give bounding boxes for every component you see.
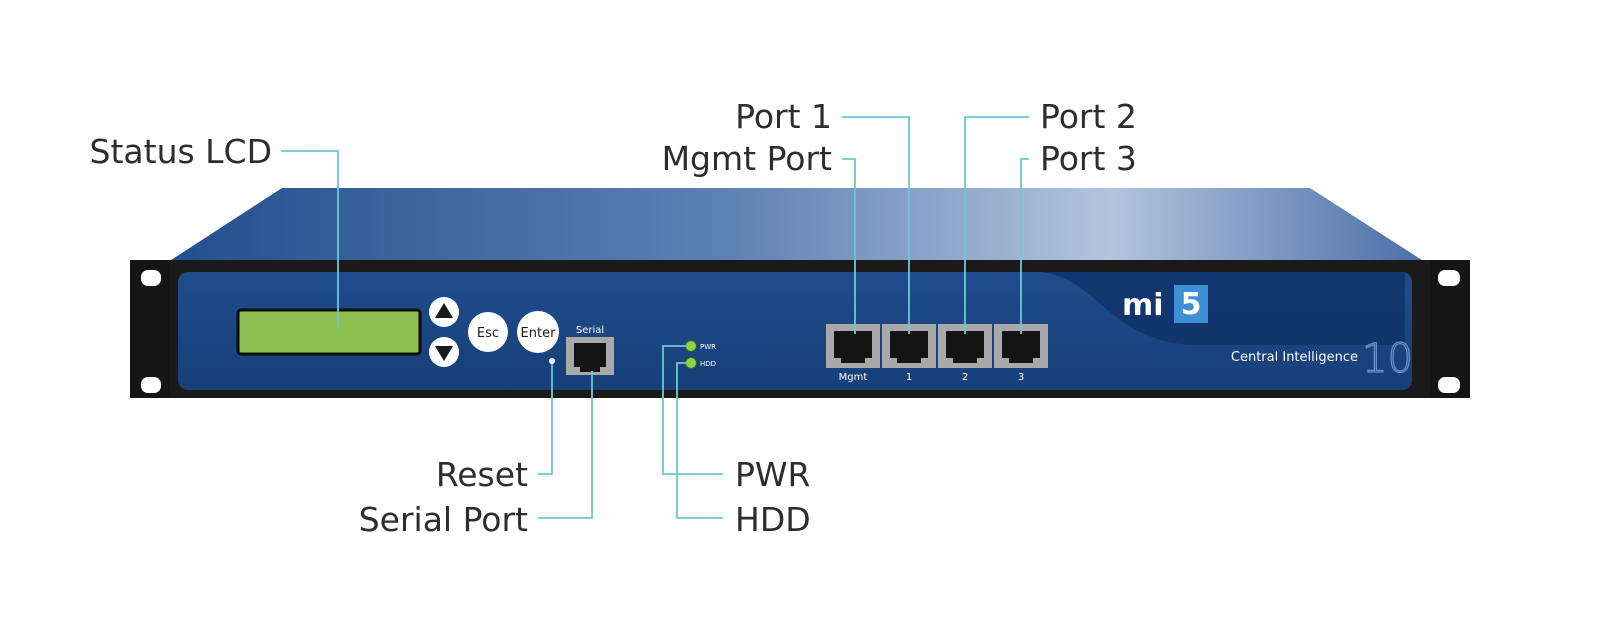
status-lcd [236, 308, 422, 356]
chassis-top [168, 188, 1425, 262]
down-button[interactable] [429, 337, 459, 367]
up-arrow-icon [435, 303, 453, 318]
enter-button-label: Enter [521, 326, 557, 341]
rack-hole-left-bottom [141, 377, 161, 393]
pwr-leader [662, 345, 723, 475]
port-3-label: 3 [1018, 372, 1024, 383]
status-lcd-callout: Status LCD [90, 132, 272, 171]
hdd-leader [676, 362, 723, 519]
port-1-leader [842, 116, 910, 334]
port-1-callout: Port 1 [735, 97, 832, 136]
logo-mi: mi [1122, 288, 1164, 323]
model-number: 10 [1362, 336, 1413, 382]
serial-port[interactable] [566, 337, 614, 375]
serial-port-leader [538, 371, 593, 519]
port-1-label: 1 [906, 372, 912, 383]
pwr-callout: PWR [735, 455, 810, 494]
reset-callout: Reset [436, 455, 528, 494]
rack-hole-right-top [1438, 270, 1460, 286]
product-name: Central Intelligence [1231, 350, 1358, 365]
mgmt-port-label: Mgmt [839, 372, 868, 383]
mgmt-port-callout: Mgmt Port [662, 139, 832, 178]
rack-hole-right-bottom [1438, 377, 1460, 393]
reset-leader [538, 364, 553, 475]
port-3-callout: Port 3 [1040, 139, 1137, 178]
pwr-led [685, 340, 697, 352]
reset-pinhole[interactable] [549, 358, 555, 364]
hdd-led [685, 357, 697, 369]
esc-button[interactable]: Esc [468, 312, 508, 352]
hdd-led-label: HDD [700, 360, 716, 368]
up-button[interactable] [429, 297, 459, 327]
esc-button-label: Esc [477, 326, 499, 341]
rack-hole-left-top [141, 270, 161, 286]
serial-port-callout: Serial Port [359, 500, 528, 539]
port-2-leader [964, 116, 1029, 334]
port-2-callout: Port 2 [1040, 97, 1137, 136]
mgmt-port[interactable] [826, 324, 880, 368]
down-arrow-icon [435, 346, 453, 361]
status-lcd-leader [281, 150, 339, 327]
mgmt-port-leader [842, 158, 856, 334]
port-2-label: 2 [962, 372, 968, 383]
logo-five: 5 [1181, 287, 1202, 322]
pwr-led-label: PWR [700, 343, 716, 351]
enter-button[interactable]: Enter [517, 311, 559, 353]
logo-five-box [1174, 285, 1208, 323]
logo-wave [1040, 272, 1405, 345]
serial-port-label: Serial [576, 325, 604, 336]
port-3-leader [1020, 158, 1029, 334]
hdd-callout: HDD [735, 500, 811, 539]
